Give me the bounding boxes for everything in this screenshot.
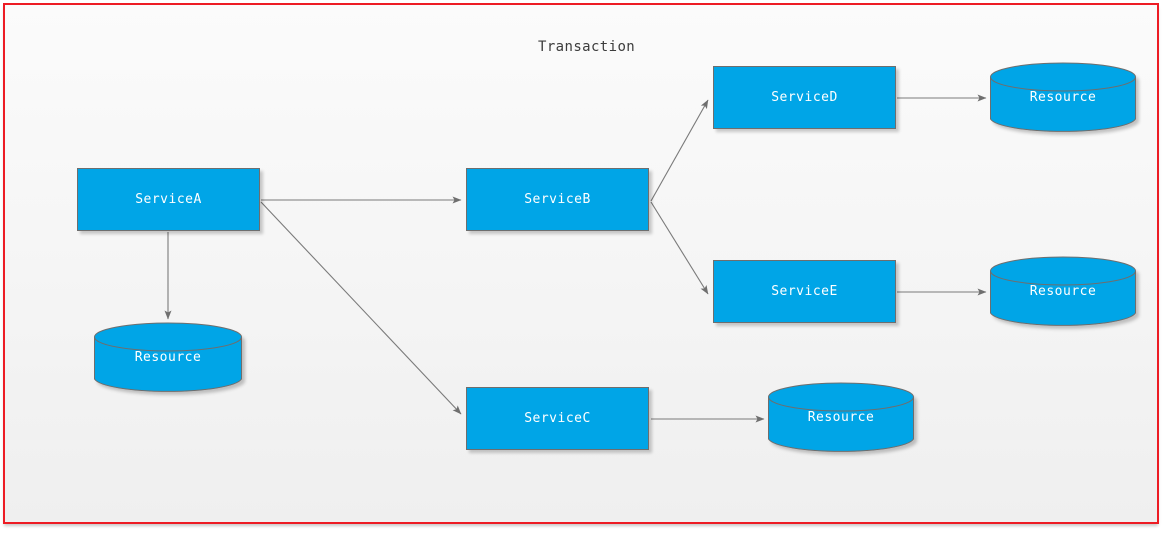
node-resourceA[interactable]: Resource: [94, 322, 242, 393]
node-serviceE[interactable]: ServiceE: [713, 260, 896, 323]
node-label-resourceD: Resource: [1029, 90, 1097, 105]
node-serviceD[interactable]: ServiceD: [713, 66, 896, 129]
diagram-title: Transaction: [538, 39, 636, 55]
edge-layer: [164, 94, 987, 423]
node-serviceC[interactable]: ServiceC: [466, 387, 649, 450]
cylinder-shape-resourceE: [990, 256, 1136, 326]
node-resourceE[interactable]: Resource: [990, 256, 1136, 327]
node-resourceD[interactable]: Resource: [990, 62, 1136, 133]
edge-serviceA-to-serviceC: [260, 201, 462, 415]
node-label-serviceE: ServiceE: [771, 284, 838, 299]
node-label-resourceE: Resource: [1029, 284, 1097, 299]
node-label-serviceD: ServiceD: [771, 90, 838, 105]
node-label-resourceC: Resource: [807, 410, 875, 425]
diagram-frame: ServiceA ServiceB ServiceC ServiceD ServiceE…: [3, 3, 1159, 524]
node-label-serviceB: ServiceB: [524, 192, 591, 207]
cylinder-shape-resourceA: [94, 322, 242, 392]
diagram-canvas: ServiceA ServiceB ServiceC ServiceD ServiceE…: [5, 5, 1157, 522]
edge-serviceB-to-serviceE: [650, 201, 709, 295]
cylinder-shape-resourceC: [768, 382, 914, 452]
node-serviceB[interactable]: ServiceB: [466, 168, 649, 231]
edge-serviceB-to-serviceD: [650, 99, 709, 202]
node-label-resourceA: Resource: [134, 350, 202, 365]
node-serviceA[interactable]: ServiceA: [77, 168, 260, 231]
node-label-serviceC: ServiceC: [524, 411, 591, 426]
cylinder-shape-resourceD: [990, 62, 1136, 132]
node-resourceC[interactable]: Resource: [768, 382, 914, 453]
node-label-serviceA: ServiceA: [135, 192, 202, 207]
edges-group: [164, 94, 987, 423]
